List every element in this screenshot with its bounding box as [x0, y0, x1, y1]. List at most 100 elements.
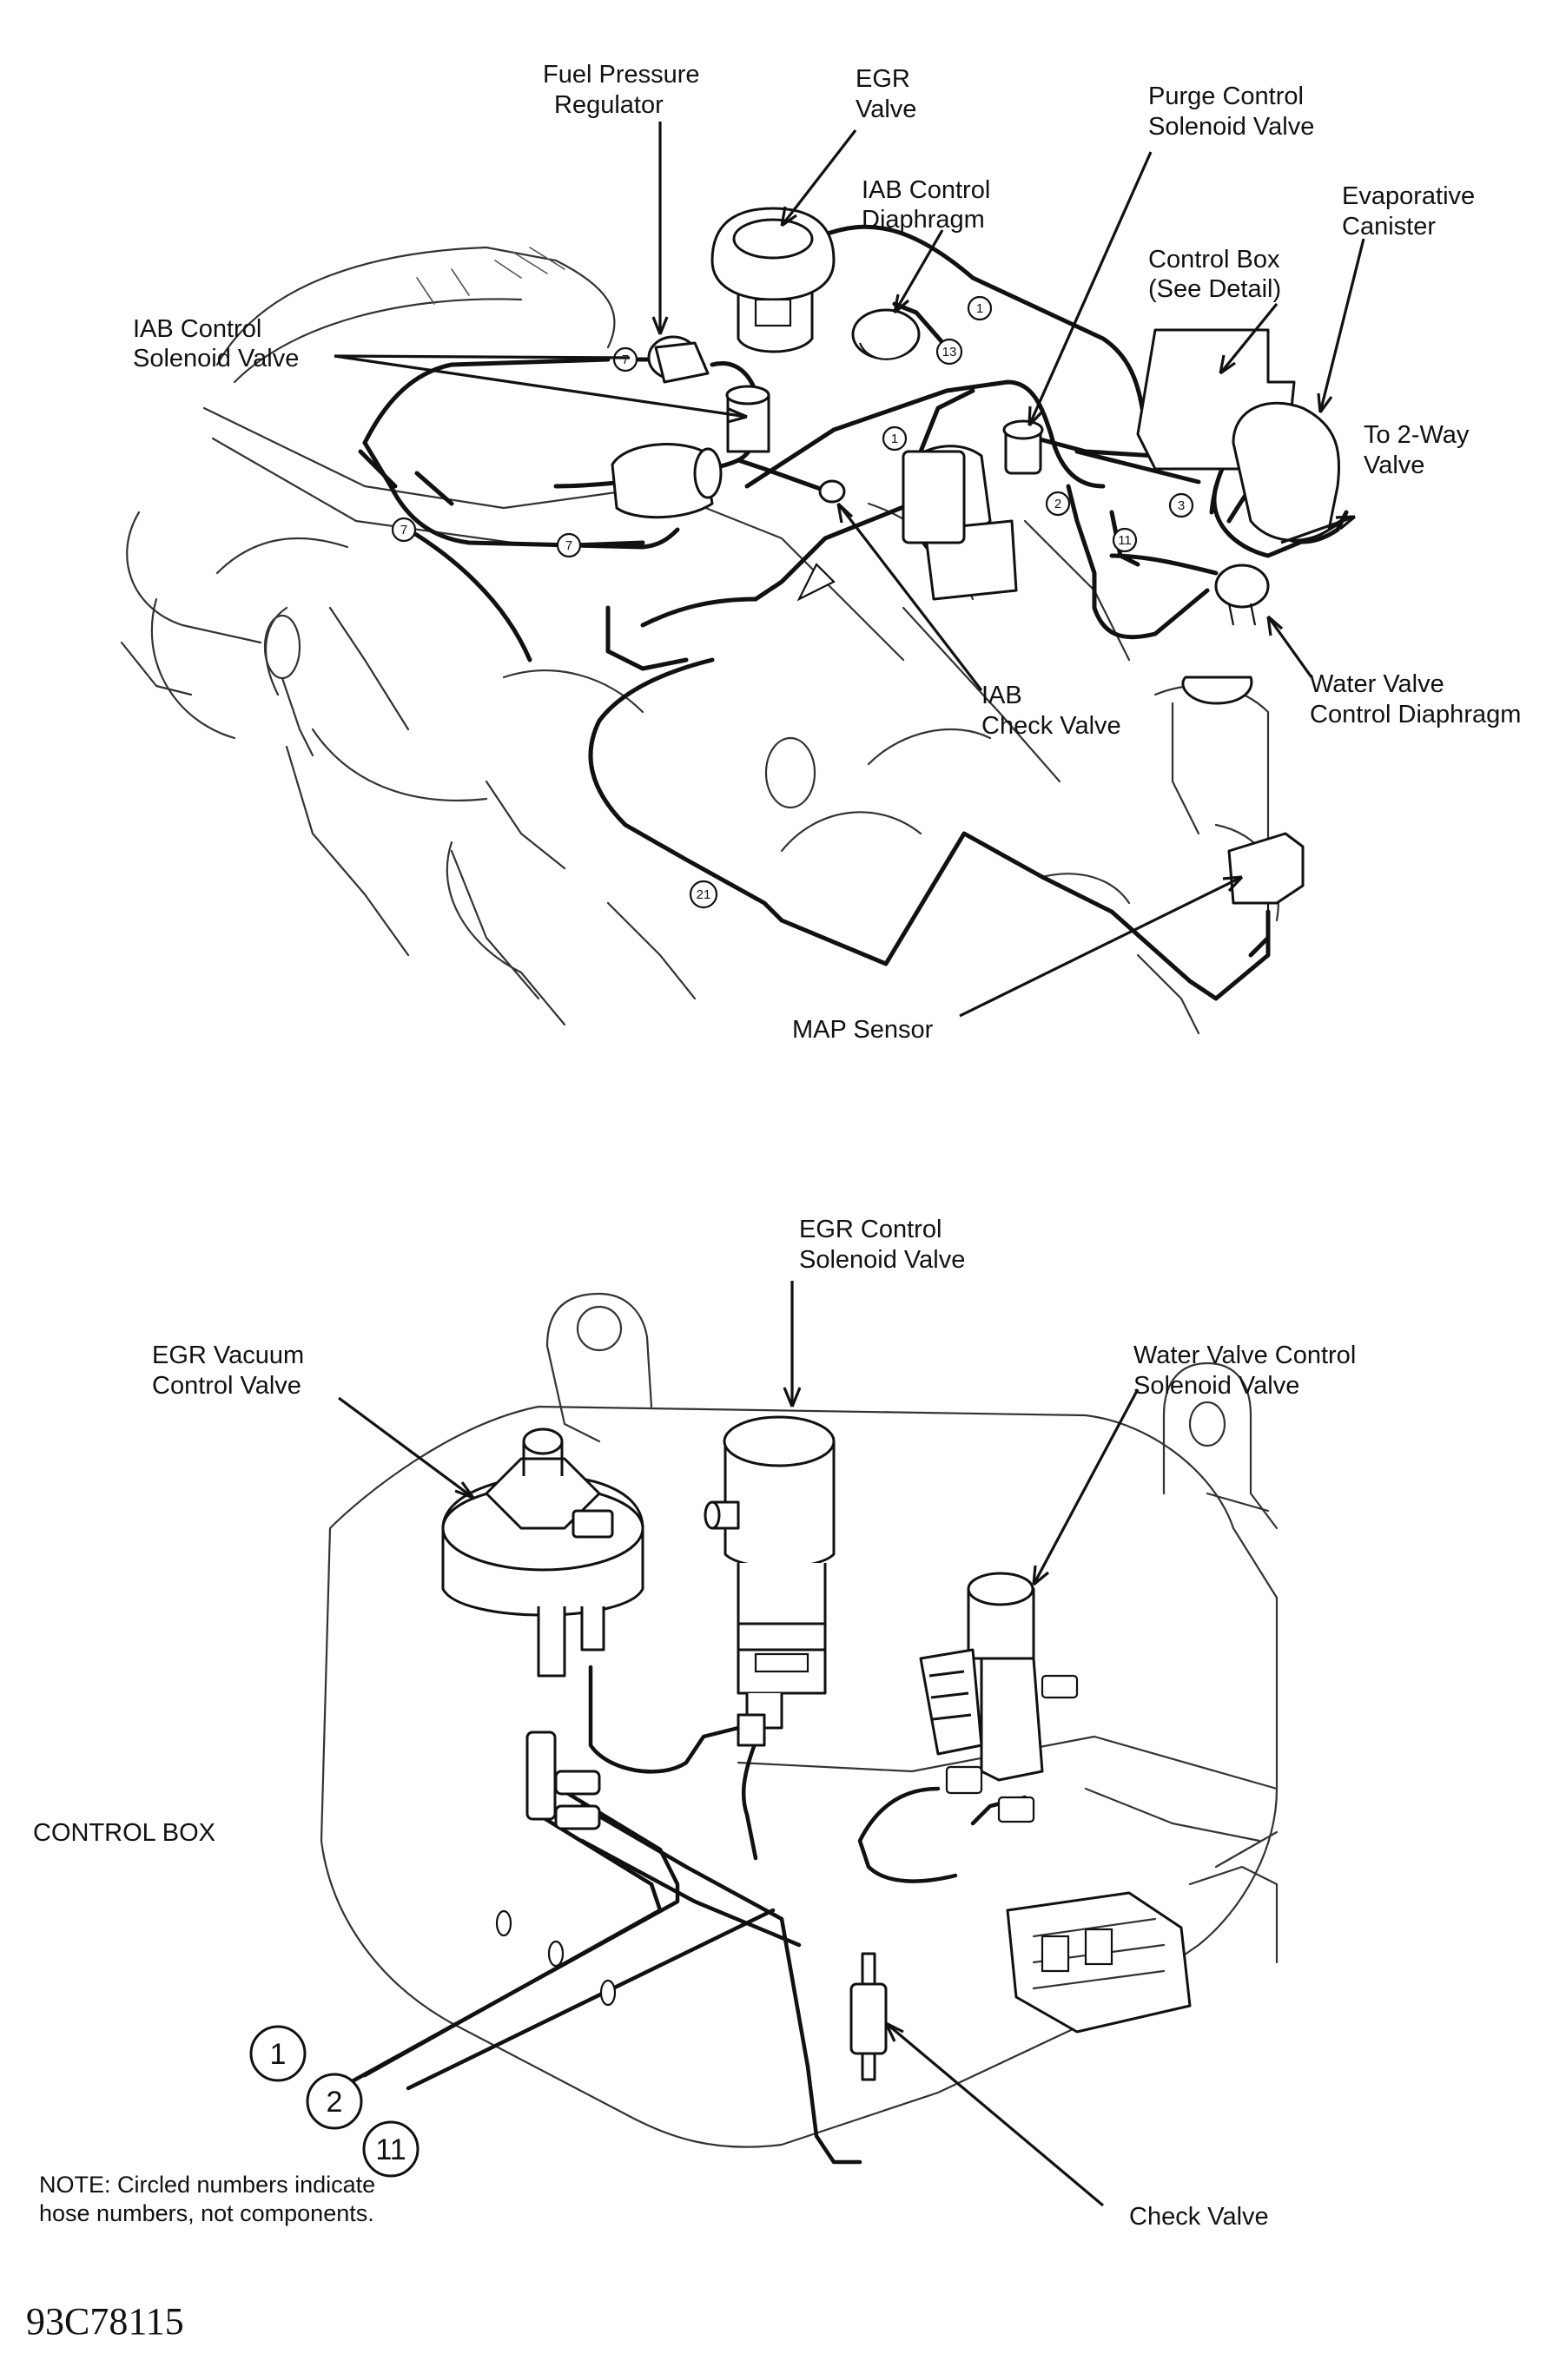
detail-leaders	[338, 1281, 1140, 2207]
svg-text:1: 1	[976, 301, 983, 316]
hose-rail	[358, 449, 454, 506]
label-to-2way-2: Valve	[1364, 452, 1424, 479]
hose-11	[1109, 510, 1140, 567]
hose-iab-check	[736, 458, 828, 493]
label-iab-diaphragm-1: IAB Control	[862, 176, 990, 204]
check-valve-detail-shape	[849, 1952, 888, 2081]
label-control-box-title: CONTROL BOX	[33, 1819, 215, 1847]
svg-text:11: 11	[1118, 533, 1132, 548]
hose-map-a	[1248, 909, 1271, 958]
label-iab-solenoid-1: IAB Control	[133, 315, 261, 343]
hose-number-1-mid: 1	[882, 425, 908, 452]
water-valve-diaphragm-shape	[1214, 564, 1270, 626]
hose-number-3-top: 3	[1168, 492, 1194, 518]
label-egr-control-solenoid-1: EGR Control	[799, 1216, 942, 1243]
label-check-valve: Check Valve	[1129, 2203, 1269, 2231]
egr-vacuum-control-valve-shape	[441, 1427, 644, 1678]
hose-number-7-a: 7	[612, 346, 638, 372]
hose-number-7-b: 7	[391, 517, 417, 543]
label-egr-valve-2: Valve	[856, 96, 916, 123]
hose-21-b	[605, 605, 689, 671]
label-fuel-pressure-regulator-1: Fuel Pressure	[543, 61, 700, 89]
hose-number-1-top: 1	[967, 295, 993, 321]
label-water-diaphragm-2: Control Diaphragm	[1310, 701, 1521, 729]
hose-3	[1074, 449, 1201, 485]
svg-text:13: 13	[942, 345, 957, 359]
label-iab-diaphragm-2: Diaphragm	[862, 206, 985, 234]
hose-7-e	[406, 527, 532, 663]
label-egr-vacuum-control-1: EGR Vacuum	[152, 1342, 304, 1369]
iab-control-diaphragm-shape	[851, 308, 921, 360]
label-iab-solenoid-2: Solenoid Valve	[133, 345, 299, 372]
hose-number-7-c: 7	[556, 532, 582, 558]
figure-code: 93C78115	[26, 2300, 184, 2343]
hose-21	[588, 657, 1271, 1001]
hose-7-f	[571, 527, 680, 550]
hose-purge-2	[1066, 484, 1210, 640]
svg-text:21: 21	[697, 887, 711, 902]
label-water-solenoid-1: Water Valve Control	[1133, 1342, 1356, 1369]
detail-hose-number-2: 2	[306, 2073, 363, 2130]
evaporative-canister-shape	[1232, 401, 1341, 542]
label-fuel-pressure-regulator-2: Regulator	[554, 91, 664, 119]
detail-labels: EGR Control Solenoid Valve EGR Vacuum Co…	[33, 1216, 1356, 2231]
svg-text:2: 2	[327, 2086, 343, 2119]
hose-vert	[918, 388, 975, 454]
hose-1-top	[818, 224, 1158, 454]
note-line-2: hose numbers, not components.	[39, 2200, 374, 2226]
hose-number-21: 21	[689, 880, 718, 909]
note-line-1: NOTE: Circled numbers indicate	[39, 2172, 375, 2198]
hose-purge-1	[1018, 432, 1158, 458]
svg-text:2: 2	[1054, 497, 1061, 511]
label-map-sensor: MAP Sensor	[792, 1016, 934, 1044]
detail-hose-2	[579, 1803, 862, 2165]
top-components	[611, 207, 1341, 920]
control-box-detail	[320, 1292, 1279, 2148]
label-water-diaphragm-1: Water Valve	[1310, 670, 1444, 698]
detail-hose-water	[857, 1786, 958, 1883]
svg-text:7: 7	[565, 538, 572, 553]
svg-text:7: 7	[400, 523, 407, 537]
detail-hose-number-1: 1	[249, 2025, 307, 2082]
hose-number-2-top: 2	[1045, 491, 1071, 517]
label-iab-check-1: IAB	[981, 682, 1022, 709]
hose-7-c	[362, 357, 611, 445]
water-valve-solenoid-shape	[919, 1572, 1079, 1823]
hose-number-13: 13	[935, 338, 963, 366]
iab-check-valve-shape	[818, 479, 846, 504]
label-evap-canister-2: Canister	[1342, 213, 1436, 241]
detail-hose-number-11: 11	[362, 2120, 420, 2178]
label-egr-valve-1: EGR	[856, 65, 910, 93]
map-sensor-shape	[1227, 832, 1305, 920]
egr-control-solenoid-shape	[704, 1415, 836, 1747]
svg-text:3: 3	[1178, 498, 1185, 513]
hose-7-d	[362, 440, 645, 548]
detail-hose-11	[406, 1908, 776, 2091]
detail-hose-egr-a	[588, 1665, 741, 1774]
detail-hoses	[345, 1665, 1027, 2165]
detail-hose-numbers: 1 2 11	[249, 2025, 420, 2178]
top-leaders	[334, 122, 1365, 1018]
top-hose-numbers: 1 2 3 7 7 7 11 13	[391, 295, 1194, 909]
hose-collars	[495, 1909, 617, 2007]
hose-canister-4	[1212, 484, 1345, 558]
detail-hose-2b	[579, 1838, 802, 1948]
label-iab-check-2: Check Valve	[981, 712, 1121, 740]
svg-text:1: 1	[270, 2038, 287, 2071]
hose-lower-a	[640, 597, 758, 628]
label-to-2way-1: To 2-Way	[1364, 421, 1470, 449]
label-evap-canister-1: Evaporative	[1342, 182, 1475, 210]
footer: NOTE: Circled numbers indicate hose numb…	[26, 2172, 375, 2343]
hose-2	[744, 379, 1106, 489]
label-egr-control-solenoid-2: Solenoid Valve	[799, 1246, 965, 1274]
svg-text:1: 1	[891, 432, 898, 446]
hose-number-11-top: 11	[1112, 527, 1138, 553]
detail-components	[441, 1415, 1079, 2081]
label-egr-vacuum-control-2: Control Valve	[152, 1372, 301, 1400]
label-purge-control-2: Solenoid Valve	[1148, 113, 1314, 141]
iab-control-solenoid-shape	[611, 385, 770, 519]
label-control-box-2: (See Detail)	[1148, 275, 1281, 303]
tee-fitting-shape	[525, 1731, 601, 1830]
fuel-pressure-regulator-shape	[647, 335, 710, 384]
